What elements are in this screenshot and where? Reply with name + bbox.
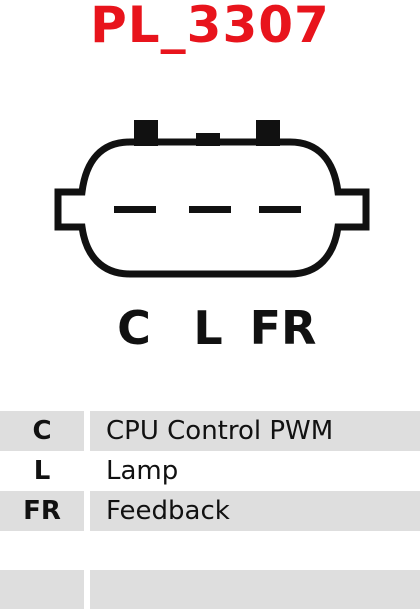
legend-empty-row xyxy=(0,570,420,609)
legend-row: C CPU Control PWM xyxy=(0,411,420,451)
part-number-title: PL_3307 xyxy=(90,0,330,54)
pin-dash-fr xyxy=(259,206,301,213)
pin-dash-c xyxy=(114,206,156,213)
pin-label-c: C xyxy=(117,301,151,355)
pin-label-fr: FR xyxy=(249,301,317,355)
legend-row: L Lamp xyxy=(0,451,420,491)
legend-code: FR xyxy=(0,491,84,531)
legend-code: L xyxy=(0,451,84,491)
legend-description: Feedback xyxy=(90,491,420,531)
pin-label-l: L xyxy=(193,301,223,355)
connector-diagram xyxy=(54,120,370,278)
legend-description: Lamp xyxy=(90,451,420,491)
connector-housing-outline xyxy=(54,138,370,278)
legend-row: FR Feedback xyxy=(0,491,420,531)
pin-dash-l xyxy=(189,206,231,213)
pin-labels: C L FR xyxy=(0,300,420,356)
legend-description: CPU Control PWM xyxy=(90,411,420,451)
legend-code: C xyxy=(0,411,84,451)
pin-legend-table: C CPU Control PWM L Lamp FR Feedback xyxy=(0,411,420,531)
